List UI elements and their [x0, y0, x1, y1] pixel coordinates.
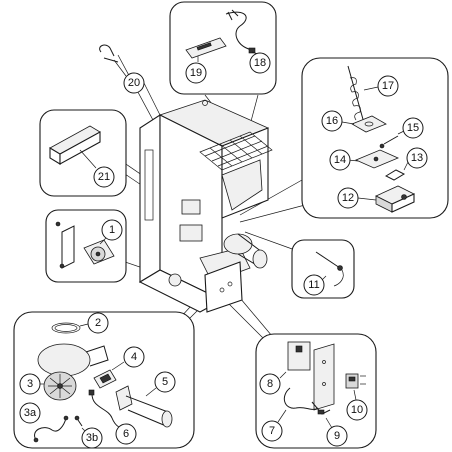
boiler-left-panel: [139, 113, 161, 283]
callout-14-label: 14: [334, 154, 346, 166]
cable-3a-icon: [34, 417, 67, 441]
callout-6-label: 6: [123, 428, 129, 440]
callout-2-label: 2: [95, 317, 101, 329]
leader-11: [244, 231, 296, 251]
callout-3a: 3a: [19, 402, 41, 424]
screw-3b-icon: [77, 419, 83, 427]
clip-20-icon: [99, 44, 115, 57]
callout-3b: 3b: [81, 427, 103, 449]
callout-12: 12: [337, 187, 359, 209]
callout-4: 4: [123, 346, 145, 368]
callout-9: 9: [326, 425, 348, 447]
clip-group: 20: [99, 44, 145, 94]
bracket-13-icon: [384, 169, 406, 181]
callout-9-label: 9: [334, 430, 340, 442]
hopper-chute: [221, 159, 263, 211]
callout-17-label: 17: [382, 80, 394, 92]
panel-feed: 17 16 15 14 13: [301, 57, 449, 219]
callout-12-label: 12: [342, 192, 354, 204]
tube-5-icon: [125, 395, 169, 427]
callout-14: 14: [329, 149, 351, 171]
callout-13: 13: [406, 147, 428, 169]
panel-fan-small: 1: [45, 209, 127, 283]
callout-6: 6: [115, 423, 137, 445]
front-plate: [204, 261, 243, 313]
callout-13-label: 13: [411, 152, 423, 164]
top-grid: [199, 131, 273, 171]
callout-4-label: 4: [131, 351, 137, 363]
panel-module: 21: [39, 109, 127, 197]
burner-tube-end: [223, 233, 253, 255]
callout-3a-label: 3a: [24, 407, 37, 419]
callout-19: 19: [185, 62, 207, 84]
leader-bottom-right-a: [224, 299, 266, 341]
cable-7-icon: [283, 387, 319, 410]
callout-17: 17: [377, 75, 399, 97]
control-box: [181, 199, 201, 215]
callout-8: 8: [259, 373, 281, 395]
callout-11: 11: [303, 274, 325, 296]
panel-controller: 19 18: [169, 1, 277, 95]
callout-1-label: 1: [109, 224, 115, 236]
callout-3b-label: 3b: [86, 432, 98, 444]
callout-21-label: 21: [98, 171, 110, 183]
side-rail: [144, 149, 154, 221]
callout-11-label: 11: [308, 279, 319, 291]
callout-21: 21: [93, 166, 115, 188]
callout-20-label: 20: [128, 77, 140, 89]
callout-16-label: 16: [326, 115, 338, 127]
cable-18-icon: [225, 11, 253, 51]
ring-2-icon: [51, 322, 81, 334]
callout-1: 1: [101, 219, 123, 241]
leader-top-right-a: [239, 179, 303, 216]
callout-18-label: 18: [254, 57, 266, 69]
panel-controller-frame: [169, 1, 277, 95]
blower-housing-icon: [37, 343, 91, 377]
callout-15-label: 15: [407, 122, 419, 134]
boiler-body: [138, 99, 273, 313]
callout-18: 18: [249, 52, 271, 74]
sensor-11-icon: [315, 251, 341, 269]
callout-19-label: 19: [190, 67, 202, 79]
fan-bracket-icon: [61, 225, 75, 269]
controller-display-icon: [185, 37, 227, 59]
panel-burner-fan: 2 3 4 5 6: [13, 311, 195, 449]
screw-15-icon: [383, 135, 399, 145]
callout-15: 15: [402, 117, 424, 139]
panel-feed-frame: [301, 57, 449, 219]
callout-7: 7: [261, 420, 283, 442]
burner-tube-far: [252, 249, 268, 269]
callout-10: 10: [346, 399, 368, 421]
callout-7-label: 7: [269, 425, 275, 437]
callout-2: 2: [87, 312, 109, 334]
callout-3-label: 3: [27, 378, 33, 390]
electrics-plate-icon: [313, 343, 335, 411]
base-fan: [168, 273, 182, 287]
burner-box: [179, 224, 203, 242]
callout-5-label: 5: [162, 376, 168, 388]
callout-16: 16: [321, 110, 343, 132]
panel-electrics: 8 7 9 10: [255, 333, 377, 449]
callout-20: 20: [123, 72, 145, 94]
panel-sensor: 11: [291, 239, 355, 299]
gasket-16-icon: [351, 115, 387, 133]
callout-10-label: 10: [351, 404, 363, 416]
callout-8-label: 8: [267, 378, 273, 390]
leader-top-right-b: [239, 204, 306, 223]
callout-3: 3: [19, 373, 41, 395]
tube-flange-icon: [115, 385, 133, 411]
board-8-icon: [287, 341, 311, 371]
callout-5: 5: [154, 371, 176, 393]
